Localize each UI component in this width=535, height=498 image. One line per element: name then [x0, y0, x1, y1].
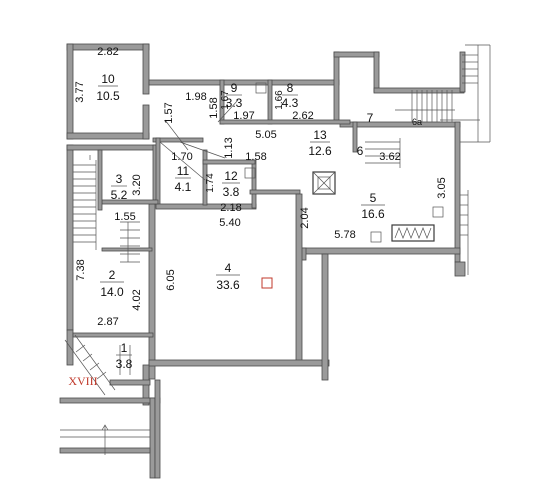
dimension-labels: 2.82 3.77 1.98 1.57 1.58 1.67 1.97 1.66 …	[74, 46, 448, 328]
dimension-label: 1.58	[208, 97, 220, 118]
dimension-label: 2.82	[97, 46, 118, 58]
dimension-label: 3.20	[131, 174, 143, 195]
room-3-number: 3	[116, 172, 123, 186]
dimension-label: 4.02	[131, 289, 143, 310]
dimension-label: 5.78	[334, 229, 355, 241]
room-5-number: 5	[370, 191, 377, 205]
dimension-label: 2.18	[220, 202, 241, 214]
dimension-label: 3.62	[379, 151, 400, 163]
room-2-area: 14.0	[100, 285, 124, 299]
room-11-number: 11	[177, 164, 190, 178]
section-label: XVIII	[68, 374, 97, 388]
dimension-label: 1.97	[233, 110, 254, 122]
dimension-label: 1.57	[163, 102, 175, 123]
dimension-label: 2.04	[299, 207, 311, 228]
room-4-number: 4	[225, 261, 232, 275]
dimension-label: 7.38	[75, 259, 87, 280]
room-10-number: 10	[101, 72, 115, 86]
room-7-number: 7	[367, 111, 374, 125]
room-8-area: 4.3	[282, 96, 299, 110]
room-3-area: 5.2	[111, 188, 128, 202]
dimension-label: 5.05	[255, 129, 276, 141]
dimension-label: 1.13	[223, 137, 235, 158]
room-2-number: 2	[109, 268, 116, 282]
dimension-label: 2.87	[97, 316, 118, 328]
room-6a-number: 6a	[412, 117, 422, 127]
room-8-number: 8	[287, 81, 294, 95]
room-13-number: 13	[313, 128, 327, 142]
dimension-label: 3.05	[436, 177, 448, 198]
room-12-area: 3.8	[223, 185, 240, 199]
room-11-area: 4.1	[175, 180, 192, 194]
room-labels: 10 10.5 9 3.3 8 4.3 7 6a 13 12.6 6 11 4.…	[96, 72, 422, 371]
dimension-label: 1.98	[185, 91, 206, 103]
room-9-number: 9	[231, 81, 238, 95]
dimension-label: 1.67	[220, 90, 231, 110]
room-5-area: 16.6	[361, 207, 385, 221]
room-4-area: 33.6	[216, 278, 240, 292]
room-1-number: 1	[121, 341, 128, 355]
room-6-number: 6	[357, 144, 364, 158]
dimension-label: 1.66	[274, 90, 285, 110]
details	[60, 44, 491, 455]
dimension-label: 1.74	[205, 173, 216, 193]
room-13-area: 12.6	[308, 144, 332, 158]
room-10-area: 10.5	[96, 89, 120, 103]
room-1-area: 3.8	[116, 357, 133, 371]
dimension-label: 3.77	[74, 81, 86, 102]
dimension-label: 5.40	[219, 217, 240, 229]
dimension-label: 1.58	[245, 151, 266, 163]
room-12-number: 12	[224, 169, 238, 183]
dimension-label: 1.70	[171, 151, 192, 163]
dimension-label: 6.05	[165, 269, 177, 290]
dimension-label: 1.55	[114, 211, 135, 223]
dimension-label: 2.62	[292, 110, 313, 122]
walls	[59, 43, 466, 479]
room-9-area: 3.3	[226, 96, 243, 110]
